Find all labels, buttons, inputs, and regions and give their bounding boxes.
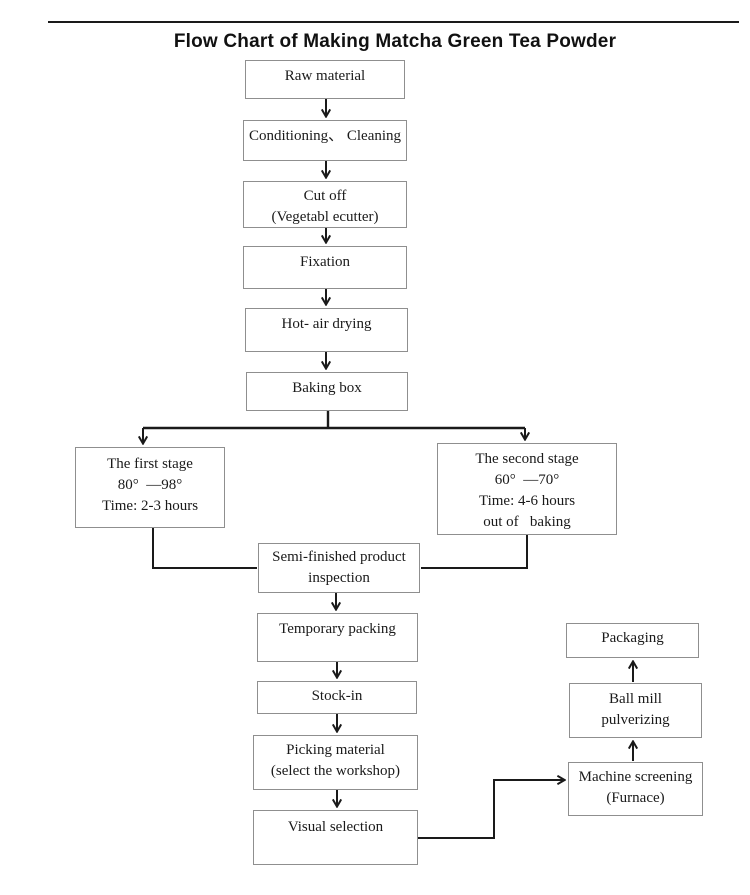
node-stock-in: Stock-in xyxy=(257,681,417,714)
node-machine-screening: Machine screening (Furnace) xyxy=(568,762,703,816)
node-semi-finished-inspection: Semi-finished product inspection xyxy=(258,543,420,593)
node-second-stage: The second stage 60° —70° Time: 4-6 hour… xyxy=(437,443,617,535)
node-label-2: inspection xyxy=(308,570,370,586)
node-time-range: Time: 4-6 hours xyxy=(478,493,576,509)
node-label: Fixation xyxy=(299,254,350,270)
page-title: Flow Chart of Making Matcha Green Tea Po… xyxy=(173,31,617,52)
node-packaging: Packaging xyxy=(566,623,699,658)
node-temporary-packing: Temporary packing xyxy=(257,613,418,662)
node-temperature-range: 80° —98° xyxy=(117,477,183,493)
connector-first-stage-to-inspection xyxy=(152,528,257,569)
node-ball-mill-pulverizing: Ball mill pulverizing xyxy=(569,683,702,738)
node-label: Hot- air drying xyxy=(281,316,372,332)
node-sublabel: (Vegetabl ecutter) xyxy=(271,209,379,225)
node-label: Conditioning、 Cleaning xyxy=(248,128,402,144)
node-time-range: Time: 2-3 hours xyxy=(101,498,199,514)
node-sublabel: (Furnace) xyxy=(606,790,665,806)
node-conditioning-cleaning: Conditioning、 Cleaning xyxy=(243,120,407,161)
node-visual-selection: Visual selection xyxy=(253,810,418,865)
connector-second-stage-to-inspection xyxy=(421,535,528,569)
node-baking-box: Baking box xyxy=(246,372,408,411)
node-label: Semi-finished product xyxy=(272,549,406,565)
node-label: Packaging xyxy=(601,630,664,646)
node-label: Ball mill xyxy=(609,691,662,707)
top-rule-divider xyxy=(48,21,739,23)
node-label-2: pulverizing xyxy=(601,712,670,728)
node-label: Cut off xyxy=(303,188,347,204)
node-raw-material: Raw material xyxy=(245,60,405,99)
node-fixation: Fixation xyxy=(243,246,407,289)
node-note: out of baking xyxy=(483,514,571,530)
node-first-stage: The first stage 80° —98° Time: 2-3 hours xyxy=(75,447,225,528)
arrow-visual-to-machine xyxy=(418,780,564,839)
node-temperature-range: 60° —70° xyxy=(494,472,560,488)
node-picking-material: Picking material (select the workshop) xyxy=(253,735,418,790)
node-label: Machine screening xyxy=(578,769,693,785)
node-label: Baking box xyxy=(292,380,362,396)
node-label: Raw material xyxy=(284,68,366,84)
node-label: Picking material xyxy=(286,742,385,758)
node-hot-air-drying: Hot- air drying xyxy=(245,308,408,352)
node-cut-off: Cut off (Vegetabl ecutter) xyxy=(243,181,407,228)
node-label: Temporary packing xyxy=(279,621,396,637)
node-label: Stock-in xyxy=(311,688,363,704)
node-label: The first stage xyxy=(107,456,193,472)
node-label: The second stage xyxy=(475,451,579,467)
node-sublabel: (select the workshop) xyxy=(270,763,401,779)
node-label: Visual selection xyxy=(287,819,384,835)
